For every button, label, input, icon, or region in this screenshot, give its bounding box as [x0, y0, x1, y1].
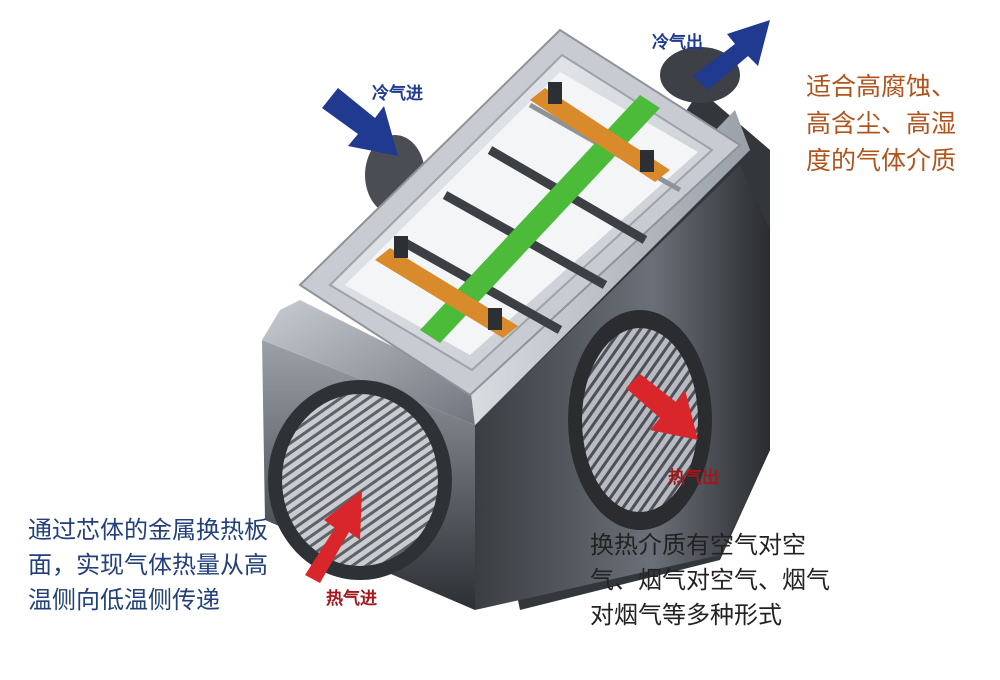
lug-3 [394, 236, 408, 258]
hot-outlet-label: 热气出 [668, 468, 719, 488]
cold-outlet-arrow-icon [693, 20, 770, 90]
cold-outlet-label: 冷气出 [652, 33, 703, 53]
orange-bracket-lower [375, 248, 518, 338]
note-line: 高含尘、高湿 [806, 109, 957, 138]
note-line: 换热介质有空气对空 [590, 531, 806, 559]
medium-suitability-note: 适合高腐蚀、 高含尘、高湿 度的气体介质 [806, 68, 986, 179]
note-line: 气、烟气对空气、烟气 [590, 566, 830, 594]
note-line: 适合高腐蚀、 [806, 72, 957, 101]
medium-types-note: 换热介质有空气对空 气、烟气对空气、烟气 对烟气等多种形式 [590, 528, 852, 633]
housing-left-slope [262, 300, 475, 425]
lug-2 [640, 150, 654, 172]
orange-bracket-upper [530, 88, 670, 182]
note-line: 温侧向低温侧传递 [28, 586, 220, 614]
cold-inlet-label: 冷气进 [372, 84, 423, 104]
hot-outlet-arrow-icon [626, 374, 698, 440]
note-line: 度的气体介质 [806, 146, 957, 175]
right-port-grille [582, 328, 698, 512]
note-line: 面，实现气体热量从高 [28, 551, 268, 579]
note-line: 通过芯体的金属换热板 [28, 516, 268, 544]
note-line: 对烟气等多种形式 [590, 601, 782, 629]
green-core-strip [420, 95, 660, 343]
hot-inlet-arrow-icon [305, 490, 362, 583]
heat-transfer-note: 通过芯体的金属换热板 面，实现气体热量从高 温侧向低温侧传递 [28, 513, 290, 618]
lug-4 [488, 308, 502, 330]
front-port-grille [282, 394, 438, 566]
hot-inlet-label: 热气进 [326, 589, 377, 609]
cold-inlet-arrow-icon [322, 88, 398, 156]
lug-1 [548, 82, 562, 104]
